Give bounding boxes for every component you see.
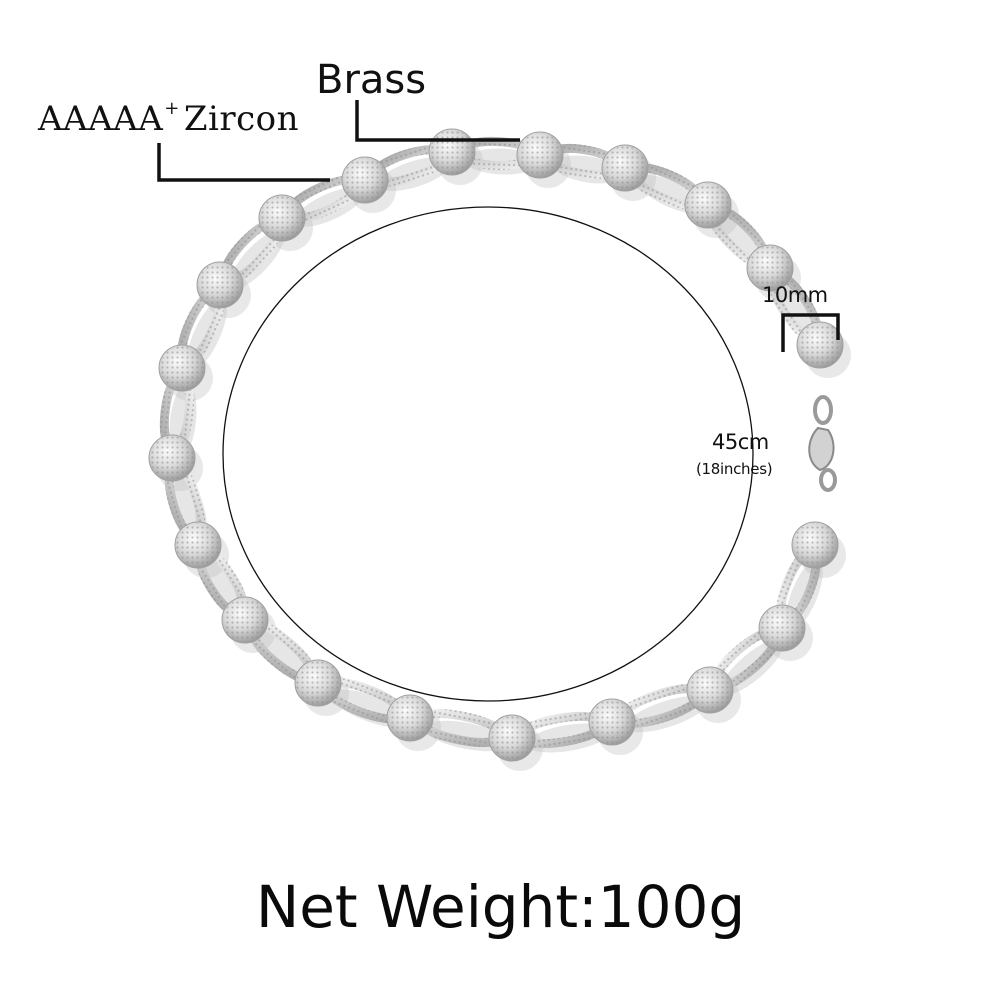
bead-pave (160, 346, 204, 390)
bead-pave (198, 263, 242, 307)
bead-pave (518, 133, 562, 177)
zircon-label: AAAAA+Zircon (38, 98, 300, 139)
lobster-clasp (808, 395, 837, 492)
width-measure-bracket (781, 313, 840, 352)
bead-pave (176, 523, 220, 567)
zircon-callout-line (157, 143, 330, 182)
bead-pave (388, 696, 432, 740)
bead-pave (798, 323, 842, 367)
bead-pave (748, 246, 792, 290)
bead-pave (760, 606, 804, 650)
bead-pave (260, 196, 304, 240)
bead-pave (590, 700, 634, 744)
chain-beads (148, 128, 844, 762)
bead-pave (296, 661, 340, 705)
bead-pave (793, 523, 837, 567)
length-inches-label: (18inches) (696, 460, 773, 478)
bead-pave (343, 158, 387, 202)
bead-pave (603, 146, 647, 190)
brass-callout-line (355, 100, 520, 142)
length-measure-circle (222, 206, 754, 702)
width-label: 10mm (762, 283, 828, 307)
zircon-grade-text: AAAAA (38, 99, 164, 139)
bead-pave (688, 668, 732, 712)
bead-pave (490, 716, 534, 760)
zircon-grade-plus: + (164, 98, 180, 119)
net-weight-label: Net Weight:100g (255, 873, 746, 941)
zircon-suffix-text: Zircon (183, 99, 300, 139)
length-label: 45cm (712, 430, 769, 454)
bead-pave (223, 598, 267, 642)
bead-pave (150, 436, 194, 480)
brass-label: Brass (316, 57, 427, 103)
bead-pave (430, 130, 474, 174)
bead-pave (686, 183, 730, 227)
